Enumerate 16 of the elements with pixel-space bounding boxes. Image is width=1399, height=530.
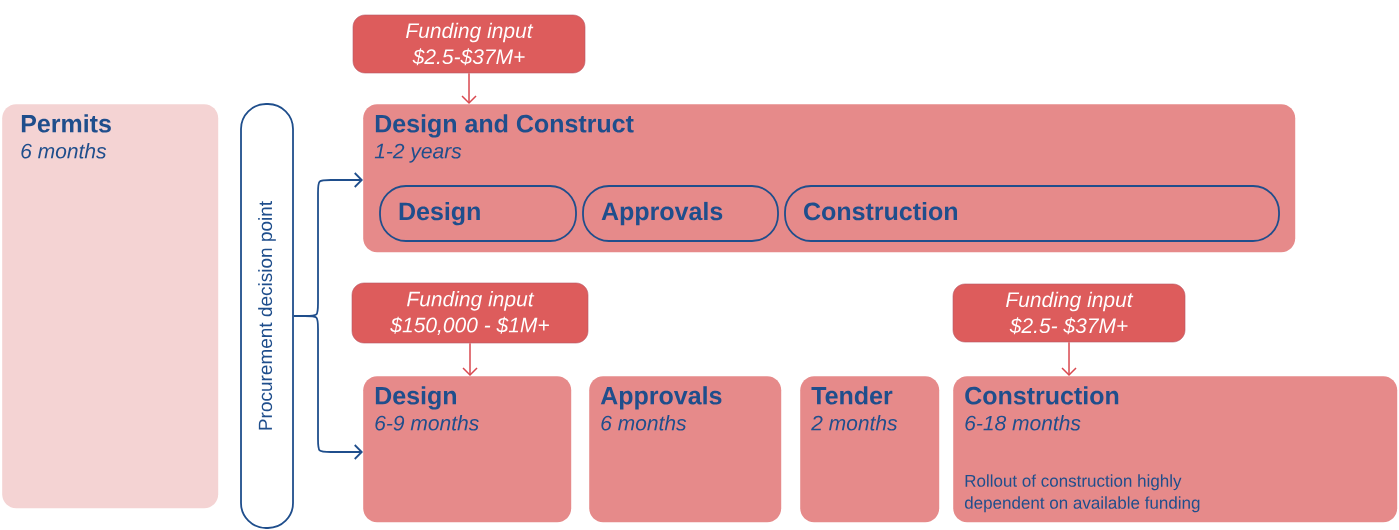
decision-point-pill: Procurement decision point (240, 103, 294, 529)
funding-box: Funding input $2.5-$37M+ (352, 14, 586, 74)
arrow (462, 342, 478, 376)
phase-pill: Construction (784, 185, 1280, 242)
funding-box: Funding input $2.5- $37M+ (952, 283, 1186, 343)
stage-box: Permits 6 months (2, 104, 219, 509)
arrow (293, 315, 363, 460)
funding-box: Funding input $150,000 - $1M+ (351, 282, 589, 344)
stage-box: Construction 6-18 months Rollout of construction highly dependent on available funding (953, 376, 1398, 523)
stage-box: Tender 2 months (800, 376, 940, 523)
stage-box: Design 6-9 months (363, 376, 572, 523)
arrow (1061, 341, 1077, 376)
phase-pill: Approvals (582, 185, 779, 242)
phase-pill: Design (379, 185, 577, 242)
stage-box: Approvals 6 months (589, 376, 782, 523)
arrow (461, 72, 477, 104)
